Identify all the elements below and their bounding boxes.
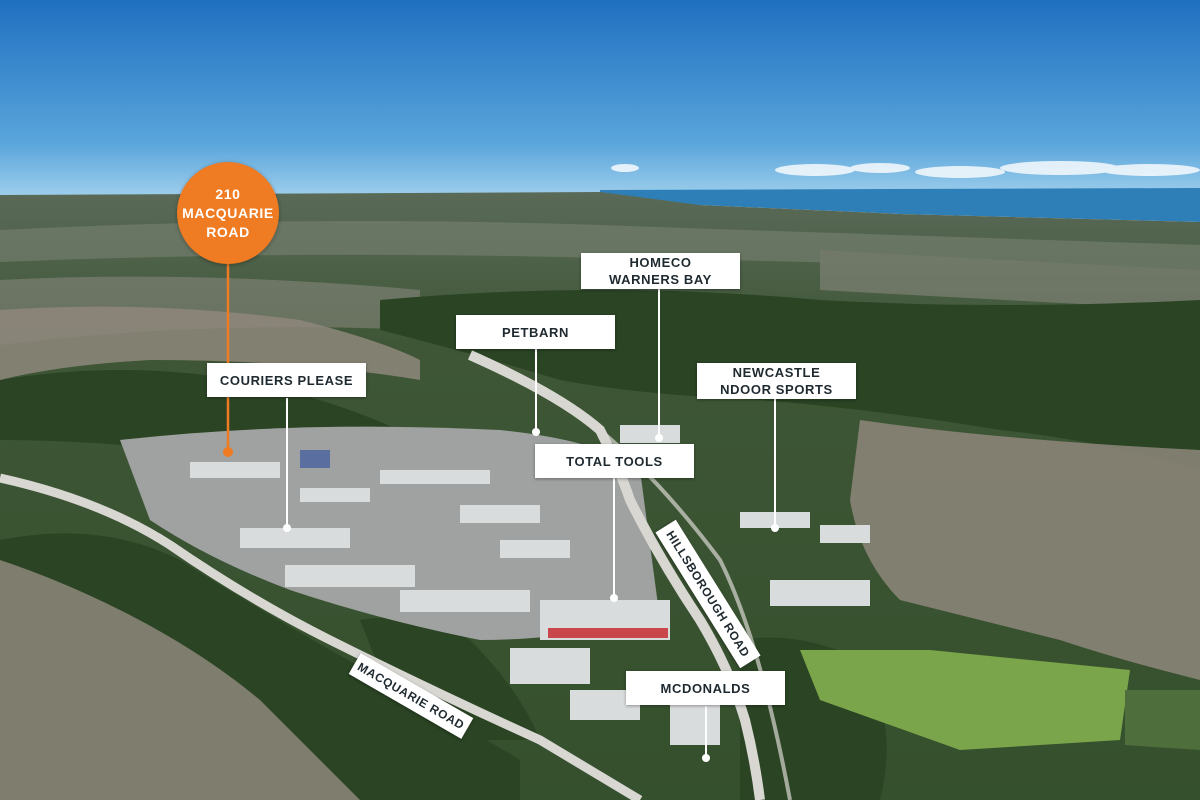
petbarn-line-1: PETBARN: [501, 324, 570, 340]
leader-dot-icon: [655, 434, 663, 442]
leader-dot-icon: [771, 524, 779, 532]
couriers-please-label: COURIERS PLEASE: [207, 363, 366, 397]
site-line-1: 210: [215, 185, 241, 202]
leader-dot-icon: [532, 428, 540, 436]
total-tools-label: TOTAL TOOLS: [535, 444, 694, 478]
industrial-estate: [120, 425, 870, 745]
total-tools-line-1: TOTAL TOOLS: [566, 453, 663, 469]
newcastle-line-2: NDOOR SPORTS: [720, 382, 833, 397]
leader-dot-icon: [283, 524, 291, 532]
leader-dot-icon: [702, 754, 710, 762]
poi-leader-lines: [286, 288, 776, 758]
site-line-2: MACQUARIE: [182, 204, 274, 221]
location-pin-icon: [223, 447, 233, 457]
newcastle-line-1: NEWCASTLE: [732, 365, 821, 380]
tennis-courts: [1125, 690, 1200, 750]
couriers-line-1: COURIERS PLEASE: [219, 372, 354, 388]
sports-field: [800, 650, 1130, 750]
newcastle-indoor-sports-label: NEWCASTLE NDOOR SPORTS: [697, 363, 856, 399]
clouds: [611, 161, 1200, 178]
homeco-label: HOMECO WARNERS BAY: [581, 253, 740, 289]
site-location-marker: 210 MACQUARIE ROAD: [177, 162, 279, 264]
site-line-3: ROAD: [206, 223, 250, 240]
suburb-areas: [0, 306, 1200, 800]
ocean: [600, 188, 1200, 222]
homeco-line-2: WARNERS BAY: [609, 272, 712, 287]
leader-dots: [283, 428, 779, 762]
petbarn-label: PETBARN: [456, 315, 615, 349]
mcdonalds-line-1: MCDONALDS: [660, 680, 751, 696]
mcdonalds-label: MCDONALDS: [626, 671, 785, 705]
leader-dot-icon: [610, 594, 618, 602]
homeco-line-1: HOMECO: [629, 255, 692, 270]
